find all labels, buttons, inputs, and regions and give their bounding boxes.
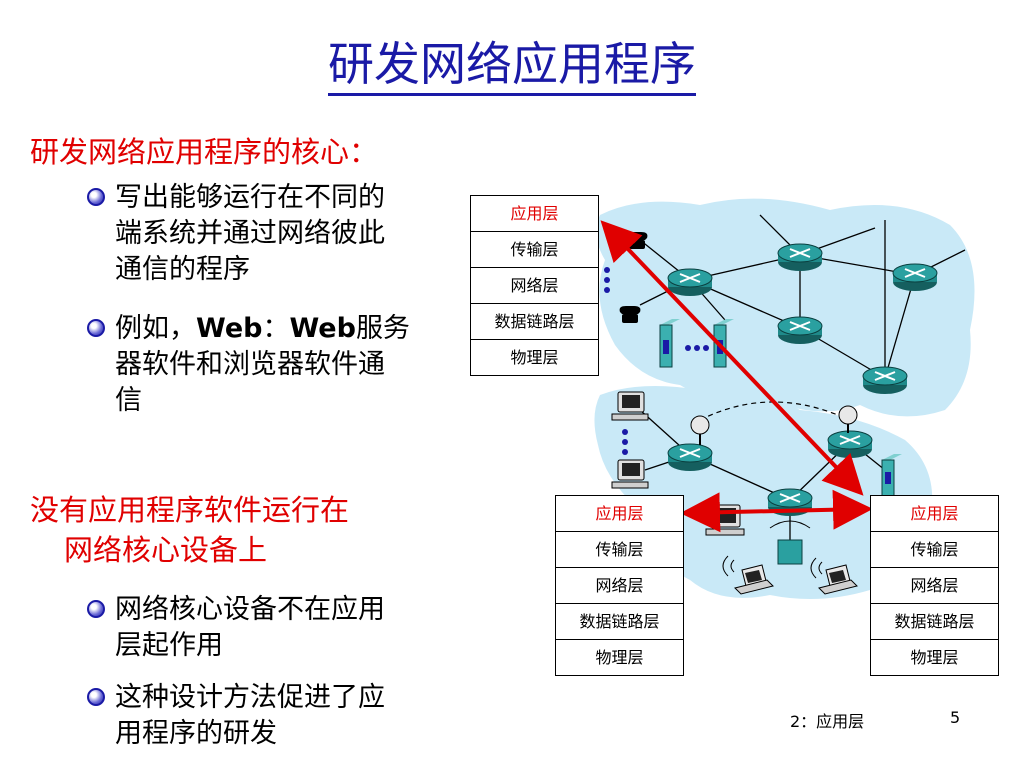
no-app-heading: 没有应用程序软件运行在 网络核心设备上	[30, 493, 350, 567]
bullet-core-devices: 网络核心设备不在应用 层起作用	[87, 592, 460, 664]
isp-cloud	[596, 198, 975, 417]
router-icon	[777, 243, 823, 271]
router-icon	[892, 263, 938, 291]
protocol-stack-left: 应用层 传输层 网络层 数据链路层 物理层	[555, 495, 684, 676]
bullet-mark-icon	[87, 188, 105, 206]
phone-icon	[626, 232, 648, 249]
laptop-icon	[722, 555, 774, 595]
router-icon	[777, 316, 823, 344]
bullet-write-programs: 写出能够运行在不同的 端系统并通过网络彼此 通信的程序	[87, 180, 460, 288]
laptop-icon	[810, 557, 858, 595]
app-layer-arrow-diagonal	[600, 220, 864, 496]
bullet-design-method: 这种设计方法促进了应 用程序的研发	[87, 680, 460, 752]
phone-icon	[619, 306, 641, 323]
bullet-mark-icon	[87, 600, 105, 618]
router-icon	[667, 443, 713, 471]
router-icon	[862, 366, 908, 394]
protocol-stack-right: 应用层 传输层 网络层 数据链路层 物理层	[870, 495, 999, 676]
access-point-icon	[769, 520, 811, 565]
desktop-computer-icon	[705, 504, 745, 536]
router-icon	[827, 430, 873, 458]
page-number: 5	[950, 708, 961, 727]
page-title: 研发网络应用程序	[0, 28, 1024, 96]
router-icon	[667, 268, 713, 296]
footer-section: 2：应用层	[790, 712, 865, 731]
bullet-web-example: 例如，Web：Web服务 器软件和浏览器软件通 信	[87, 311, 475, 419]
protocol-stack-top: 应用层 传输层 网络层 数据链路层 物理层	[470, 195, 599, 376]
bullet-mark-icon	[87, 319, 105, 337]
app-layer-arrow-horizontal	[680, 489, 873, 533]
bullet-mark-icon	[87, 688, 105, 706]
core-heading: 研发网络应用程序的核心：	[30, 135, 379, 169]
